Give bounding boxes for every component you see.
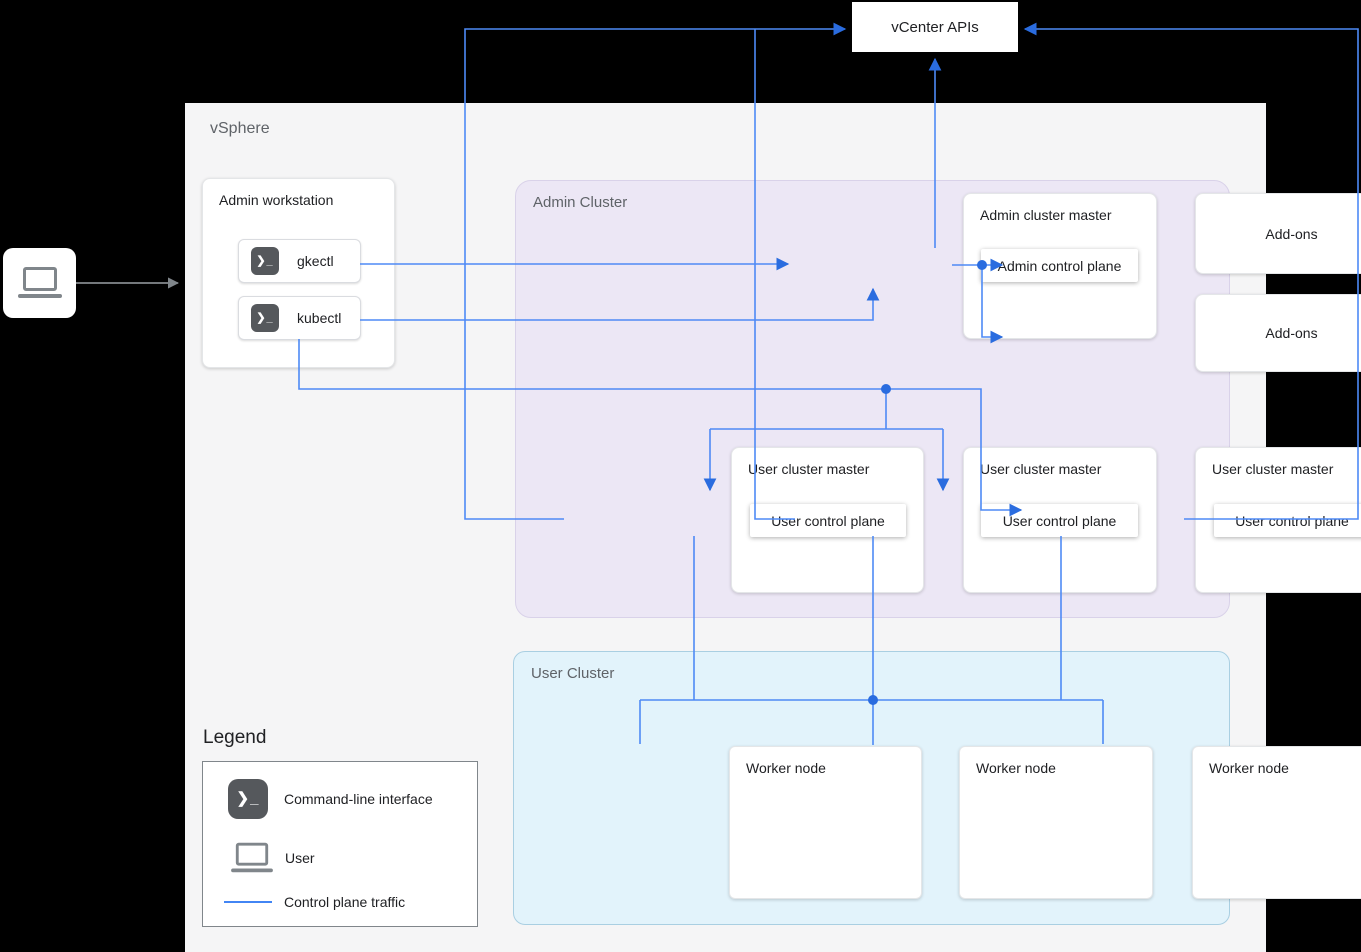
admin-cluster-region: Admin Cluster Admin cluster master Admin… — [515, 180, 1361, 618]
worker-node-label: Worker node — [1209, 760, 1289, 776]
gkectl-label: gkectl — [297, 253, 334, 269]
legend-user-label: User — [285, 850, 315, 866]
addons-label: Add-ons — [1265, 225, 1318, 242]
user-cluster-master-label: User cluster master — [980, 461, 1102, 477]
addons-label: Add-ons — [1265, 325, 1318, 341]
admin-workstation-label: Admin workstation — [219, 192, 334, 208]
legend-item-user: User — [230, 842, 315, 874]
user-cluster-label: User Cluster — [531, 665, 615, 682]
user-cluster-master-label: User cluster master — [1212, 461, 1334, 477]
user-control-plane-box: User control plane — [981, 504, 1138, 537]
terminal-icon: ❯_ — [251, 247, 279, 275]
terminal-icon: ❯_ — [251, 304, 279, 332]
terminal-icon: ❯_ — [228, 779, 268, 819]
vsphere-label: vSphere — [210, 120, 270, 137]
addons-box: Add-ons — [1195, 294, 1361, 372]
legend-box: ❯_ Command-line interface User Control p… — [202, 761, 478, 927]
user-control-plane-label: User control plane — [1002, 512, 1117, 529]
admin-control-plane-box: Admin control plane — [981, 249, 1138, 282]
worker-node-label: Worker node — [976, 760, 1056, 776]
user-cluster-region: User Cluster Worker node Worker node Wor… — [513, 651, 1361, 925]
user-control-plane-label: User control plane — [1235, 512, 1349, 529]
user-control-plane-label: User control plane — [771, 512, 885, 529]
worker-node-box: Worker node — [1192, 746, 1361, 899]
vcenter-apis-box: vCenter APIs — [852, 2, 1018, 52]
kubectl-label: kubectl — [297, 310, 342, 326]
admin-cluster-master-label: Admin cluster master — [980, 207, 1112, 223]
user-control-plane-box: User control plane — [1214, 504, 1361, 537]
addons-box: Add-ons — [1195, 193, 1361, 274]
user-control-plane-box: User control plane — [750, 504, 906, 537]
vcenter-apis-label: vCenter APIs — [891, 18, 979, 36]
worker-node-box: Worker node — [959, 746, 1153, 899]
kubectl-box: ❯_ kubectl — [238, 296, 361, 340]
worker-node-box: Worker node — [729, 746, 922, 899]
legend-item-traffic: Control plane traffic — [224, 894, 405, 910]
user-cluster-master-label: User cluster master — [748, 461, 870, 477]
user-box — [3, 248, 76, 318]
legend-traffic-label: Control plane traffic — [284, 894, 406, 910]
laptop-icon — [17, 267, 62, 299]
legend-title: Legend — [203, 727, 267, 748]
admin-workstation-box: Admin workstation ❯_ gkectl ❯_ kubectl — [202, 178, 395, 368]
admin-cluster-label: Admin Cluster — [533, 194, 628, 211]
worker-node-label: Worker node — [746, 760, 826, 776]
gkectl-box: ❯_ gkectl — [238, 239, 361, 283]
legend-cli-label: Command-line interface — [284, 791, 433, 807]
admin-control-plane-label: Admin control plane — [997, 257, 1122, 274]
laptop-icon — [231, 842, 273, 873]
legend-item-cli: ❯_ Command-line interface — [228, 779, 433, 819]
control-plane-line-icon — [224, 901, 272, 903]
